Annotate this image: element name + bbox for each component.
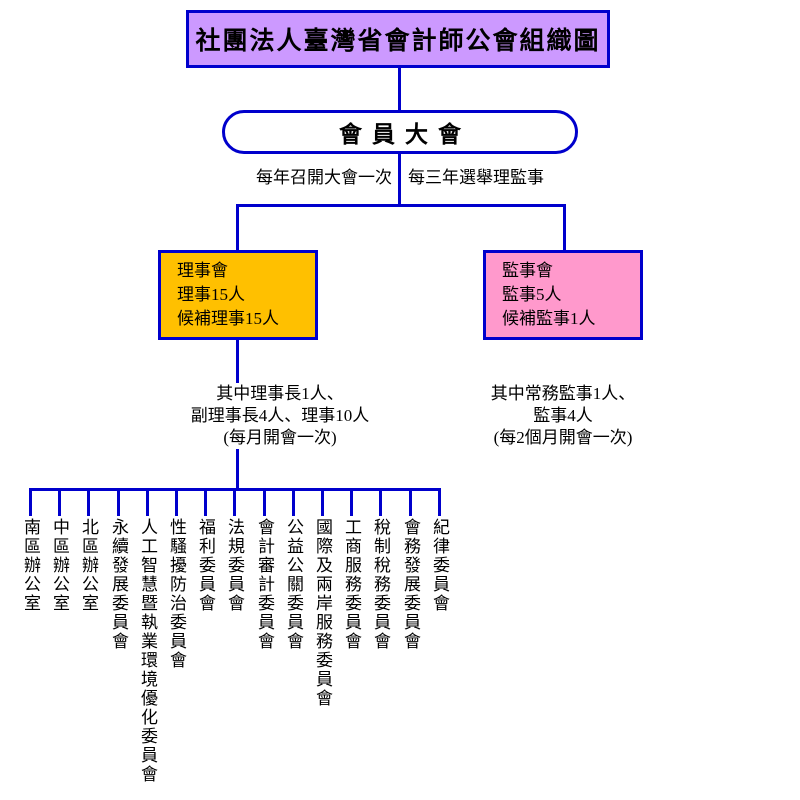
committee-connector-line bbox=[204, 488, 207, 516]
committee-connector-line bbox=[175, 488, 178, 516]
directors-note-line-3: (每月開會一次) bbox=[223, 428, 337, 447]
committee-label: 性騷擾防治委員會 bbox=[167, 518, 186, 670]
committee-connector-line bbox=[321, 488, 324, 516]
connector-line bbox=[236, 204, 239, 250]
committee-label: 國際及兩岸服務委員會 bbox=[313, 518, 332, 708]
committee-connector-line bbox=[379, 488, 382, 516]
committee-connector-line bbox=[117, 488, 120, 516]
annual-meeting-label: 每年召開大會一次 bbox=[256, 168, 392, 187]
directors-title: 理事會 bbox=[177, 261, 228, 280]
committee-label: 北區辦公室 bbox=[79, 518, 98, 613]
committee-label: 人工智慧暨執業環境優化委員會 bbox=[138, 518, 157, 784]
supervisors-box-text: 監事會 監事5人 候補監事1人 bbox=[486, 259, 596, 331]
committee-connector-line bbox=[233, 488, 236, 516]
connector-line bbox=[398, 68, 401, 110]
assembly-label: 會員大會 bbox=[339, 122, 471, 147]
connector-line bbox=[236, 204, 566, 207]
committee-label: 工商服務委員會 bbox=[342, 518, 361, 651]
committee-label: 紀律委員會 bbox=[430, 518, 449, 613]
committee-label: 會計審計委員會 bbox=[255, 518, 274, 651]
directors-note-line-1: 其中理事長1人、 bbox=[216, 384, 344, 403]
supervisors-box: 監事會 監事5人 候補監事1人 bbox=[483, 250, 643, 340]
assembly-box: 會員大會 bbox=[222, 110, 578, 154]
committee-connector-line bbox=[263, 488, 266, 516]
committee-connector-line bbox=[29, 488, 32, 516]
committee-label: 公益公關委員會 bbox=[284, 518, 303, 651]
directors-note-line-2: 副理事長4人、理事10人 bbox=[190, 406, 370, 425]
page-title: 社團法人臺灣省會計師公會組織圖 bbox=[195, 28, 601, 55]
supervisors-alternates: 候補監事1人 bbox=[502, 309, 596, 328]
supervisors-note-line-3: (每2個月開會一次) bbox=[493, 428, 633, 447]
directors-count: 理事15人 bbox=[177, 285, 245, 304]
supervisors-note-line-2: 監事4人 bbox=[533, 406, 593, 425]
directors-alternates: 候補理事15人 bbox=[177, 309, 279, 328]
directors-note: 其中理事長1人、 副理事長4人、理事10人 (每月開會一次) bbox=[168, 383, 392, 449]
committee-label: 福利委員會 bbox=[196, 518, 215, 613]
committee-connector-line bbox=[58, 488, 61, 516]
committee-label: 南區辦公室 bbox=[21, 518, 40, 613]
committee-label: 中區辦公室 bbox=[50, 518, 69, 613]
committee-connector-line bbox=[438, 488, 441, 516]
committee-label: 永續發展委員會 bbox=[109, 518, 128, 651]
committee-connector-line bbox=[146, 488, 149, 516]
supervisors-title: 監事會 bbox=[502, 261, 553, 280]
committee-connector-line bbox=[292, 488, 295, 516]
directors-box-text: 理事會 理事15人 候補理事15人 bbox=[161, 259, 279, 331]
connector-line bbox=[398, 154, 401, 206]
committee-label: 稅制稅務委員會 bbox=[371, 518, 390, 651]
committee-connector-line bbox=[350, 488, 353, 516]
connector-line bbox=[563, 204, 566, 250]
supervisors-note-line-1: 其中常務監事1人、 bbox=[490, 384, 636, 403]
supervisors-note: 其中常務監事1人、 監事4人 (每2個月開會一次) bbox=[451, 383, 675, 449]
committee-connector-line bbox=[87, 488, 90, 516]
committee-label: 法規委員會 bbox=[225, 518, 244, 613]
title-box: 社團法人臺灣省會計師公會組織圖 bbox=[186, 10, 610, 68]
election-label: 每三年選舉理監事 bbox=[408, 168, 544, 187]
supervisors-count: 監事5人 bbox=[502, 285, 562, 304]
committee-label: 會務發展委員會 bbox=[401, 518, 420, 651]
directors-box: 理事會 理事15人 候補理事15人 bbox=[158, 250, 318, 340]
committee-connector-line bbox=[409, 488, 412, 516]
